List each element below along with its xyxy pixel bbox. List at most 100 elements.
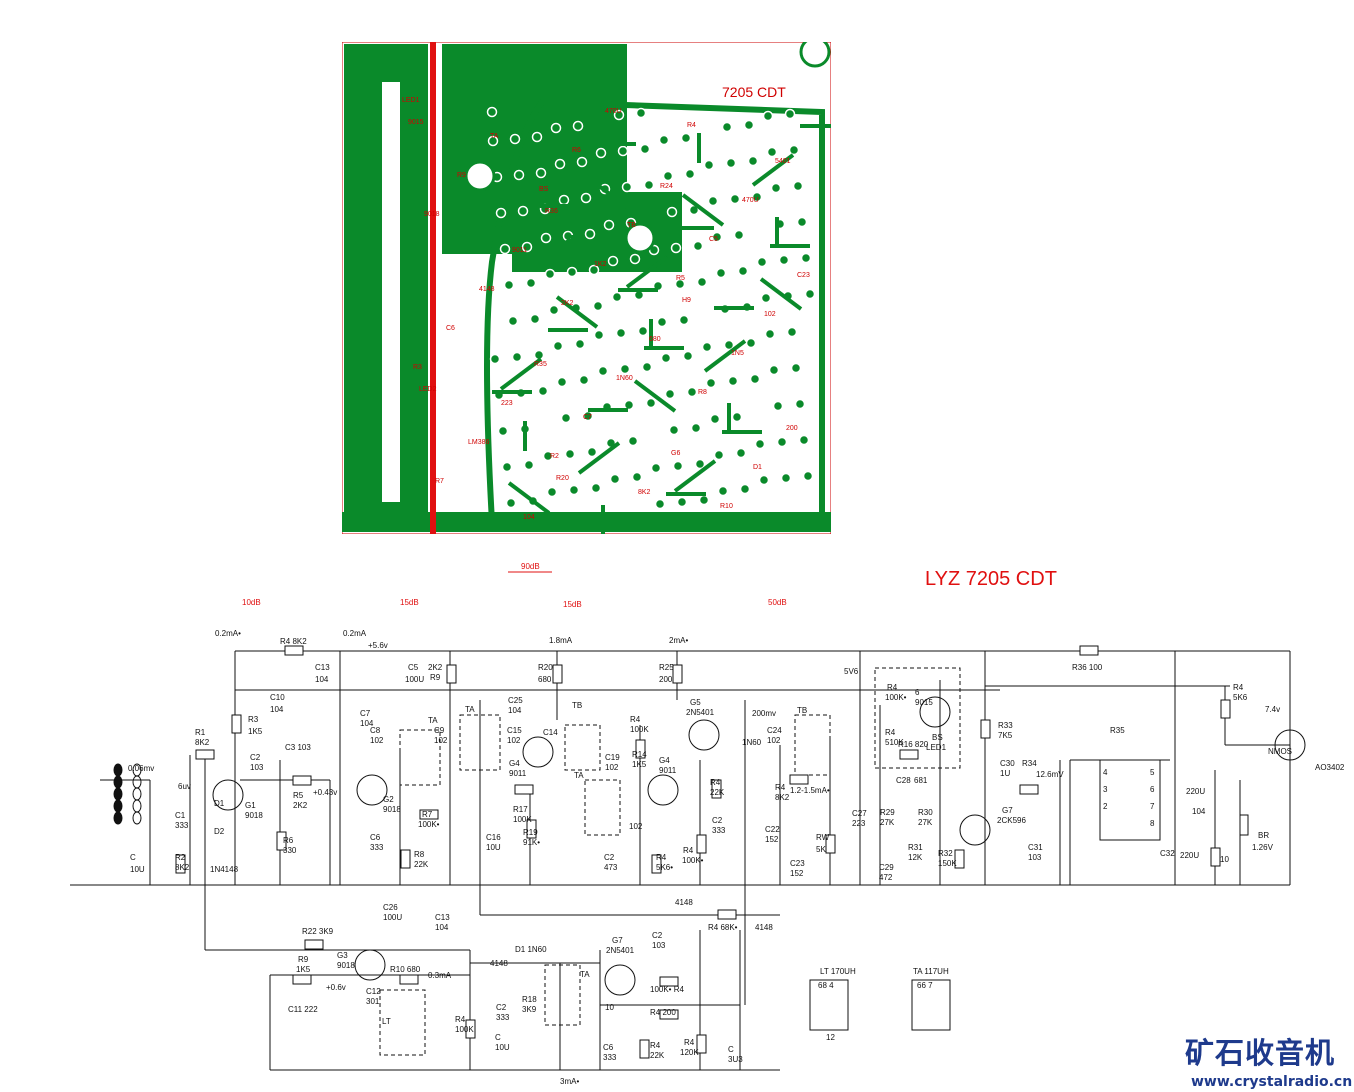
schematic-label: 2K2 [428, 663, 443, 672]
pcb-label: R4 [687, 122, 696, 129]
schematic-label: C2 [712, 816, 723, 825]
resistor [526, 819, 537, 839]
schematic-label: 4148 [675, 898, 693, 907]
schematic-label: 103 [652, 941, 666, 950]
schematic-label: R34 [1022, 759, 1037, 768]
schematic-label: 152 [765, 835, 779, 844]
schematic-label: LT [382, 1017, 391, 1026]
schematic-label: 12 [826, 1033, 835, 1042]
pcb-label: R9 [457, 172, 466, 179]
coil-shield [544, 964, 581, 1026]
schematic-label: R19 [523, 828, 538, 837]
schematic-label: G7 [612, 936, 623, 945]
resistor [639, 1039, 650, 1059]
schematic-label: C7 [360, 709, 371, 718]
schematic-label: 7K5 [998, 731, 1013, 740]
resistor [231, 714, 242, 734]
schematic-label: R2 [175, 853, 186, 862]
schematic-label: C32 [1160, 849, 1175, 858]
schematic-label: 150K [938, 859, 957, 868]
resistor [651, 854, 662, 874]
resistor [175, 854, 186, 874]
schematic-label: C1 [175, 811, 186, 820]
schematic-label: 10U [486, 843, 501, 852]
pcb-label: C7 [583, 414, 592, 421]
transistor [688, 719, 720, 751]
schematic-label: C25 [508, 696, 523, 705]
schematic-label: C19 [605, 753, 620, 762]
pcb-title: 7205 CDT [722, 84, 786, 100]
schematic-label: 102 [605, 763, 619, 772]
schematic-label: 1K5 [296, 965, 311, 974]
pcb-label: TA [490, 133, 499, 140]
coil-shield [379, 989, 426, 1056]
schematic-label: 8K2 [195, 738, 210, 747]
schematic-label: 120K [680, 1048, 699, 1057]
schematic-label: 100K• [682, 856, 704, 865]
schematic-label: 12.6mV [1036, 770, 1064, 779]
pcb-label: LED2 [419, 386, 437, 393]
schematic-label: 3 [1103, 785, 1108, 794]
transistor [356, 774, 388, 806]
schematic-label: C2 [250, 753, 261, 762]
schematic-label: R35 [1110, 726, 1125, 735]
pcb-label: 9018 [424, 211, 440, 218]
resistor [825, 834, 836, 854]
schematic-label: 91K• [523, 838, 540, 847]
schematic-label: 10 [1220, 855, 1229, 864]
schematic-label: R20 [538, 663, 553, 672]
schematic-label: 103 [250, 763, 264, 772]
schematic-label: 333 [603, 1053, 617, 1062]
schematic-label: C6 [370, 833, 381, 842]
schematic-label: C22 [765, 825, 780, 834]
antenna-coil [132, 811, 142, 825]
antenna-coil [132, 787, 142, 801]
schematic-label: 9011 [659, 766, 677, 775]
schematic-label: G7 [1002, 806, 1013, 815]
schematic-label: G2 [383, 795, 394, 804]
schematic-label: C [495, 1033, 501, 1042]
schematic-label: 333 [496, 1013, 510, 1022]
schematic-label: 2CK596 [997, 816, 1026, 825]
schematic-label: R4 [684, 1038, 695, 1047]
pcb-label: 2K2 [561, 300, 574, 307]
schematic-label: 103 [1028, 853, 1042, 862]
schematic-label: TA [428, 716, 438, 725]
schematic-label: 5K [816, 845, 826, 854]
schematic-label: 102 [767, 736, 781, 745]
pcb-label: R10 [720, 503, 733, 510]
schematic-label: D1 [214, 799, 225, 808]
schematic-label: LT 170UH [820, 967, 856, 976]
schematic-label: R4 [650, 1041, 661, 1050]
schematic-label: G5 [690, 698, 701, 707]
transistor [522, 736, 554, 768]
transistor [604, 964, 636, 996]
schematic-label: R5 [293, 791, 304, 800]
schematic-label: 301 [366, 997, 380, 1006]
schematic-title: LYZ 7205 CDT [925, 568, 1057, 590]
schematic-label: 5K6• [656, 863, 673, 872]
pcb-label: C23 [797, 272, 810, 279]
pcb-label: 4148 [479, 286, 495, 293]
schematic-label: C15 [507, 726, 522, 735]
pcb-label: 1N60 [616, 375, 633, 382]
schematic-label: 1.8mA [549, 636, 573, 645]
pcb-label: 470U [742, 197, 759, 204]
schematic-label: 10dB [242, 598, 261, 607]
schematic-label: +5.6v [368, 641, 388, 650]
schematic-label: R4 68K• [708, 923, 738, 932]
coil-shield [459, 714, 501, 771]
schematic-label: 333 [370, 843, 384, 852]
pcb-layout: 7205 CDTLED1BSR5R3R2R490182K2R8R7R6C5C6C… [342, 42, 831, 534]
schematic-label: 100K [513, 815, 532, 824]
pcb-label: 1K2 [594, 261, 607, 268]
transistor [959, 814, 991, 846]
schematic-label: 0.2mA• [215, 629, 241, 638]
antenna-coil [113, 799, 123, 813]
schematic-label: C2 [604, 853, 615, 862]
schematic-label: 50dB [768, 598, 787, 607]
schematic-label: TA [574, 771, 584, 780]
pcb-label: R2 [550, 453, 559, 460]
schematic-label: R31 [908, 843, 923, 852]
resistor [711, 779, 722, 799]
